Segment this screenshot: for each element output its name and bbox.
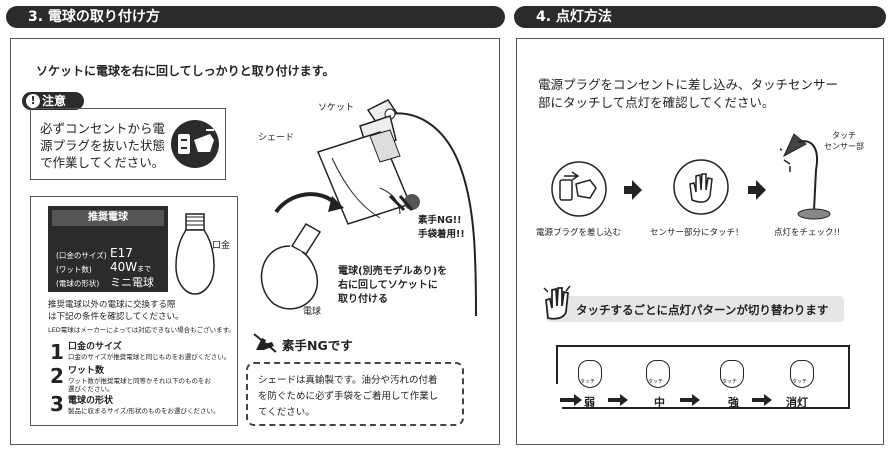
pattern-frame	[556, 345, 850, 409]
unplug-icon	[171, 120, 219, 168]
desk-lamp-icon	[780, 133, 831, 220]
step-label-plug: 電源プラグを差し込む	[536, 228, 622, 238]
ng-note-box	[246, 362, 464, 426]
sensor-label-2: センサー部	[824, 142, 864, 151]
rec-note-3: LED電球はメーカーによっては対応できない場合もございます。	[48, 326, 235, 334]
rec-label-shape: (電球の形状)	[56, 279, 100, 288]
caution-badge: ! 注意	[22, 92, 84, 110]
pattern-hand-2: タッチ	[646, 360, 670, 388]
rec-note-2: は下記の条件を確認してください。	[48, 312, 184, 322]
pattern-touch-label-1: タッチ	[580, 379, 596, 385]
pattern-frame-gap	[556, 384, 562, 411]
cond-title-3: 電球の形状	[68, 396, 114, 406]
step-arrow-1	[632, 180, 642, 200]
pattern-touch-label-2: タッチ	[648, 379, 664, 385]
socket-label: ソケット	[318, 103, 355, 113]
pattern-arrowhead-2	[692, 394, 700, 406]
pattern-hand-4: タッチ	[790, 360, 814, 388]
pattern-arrow-1	[608, 398, 622, 402]
touch-pattern-banner	[546, 296, 844, 322]
cond-title-1: 口金のサイズ	[68, 342, 122, 352]
rec-value-watt: 40Wまで	[110, 260, 152, 274]
sensor-label-1: タッチ	[832, 131, 856, 140]
pattern-return-arrowhead	[574, 394, 582, 406]
caution-label: 注意	[42, 94, 67, 108]
pattern-touch-label-4: タッチ	[792, 379, 808, 385]
step-arrow-2-shaft	[748, 186, 758, 194]
shade-label: シェード	[258, 133, 295, 143]
no-hand-icon	[253, 333, 277, 353]
caution-line-1: 必ずコンセントから電	[40, 121, 166, 136]
recommended-title-bar: 推奨電球	[52, 210, 164, 226]
plug-in-icon	[551, 161, 607, 217]
pattern-hand-1: タッチ	[578, 360, 602, 388]
cond-num-1: 1	[50, 340, 64, 364]
ng-note-2: を防ぐために必ず手袋をご着用して作業し	[258, 391, 439, 402]
bulb-label: 電球	[303, 307, 322, 317]
section-header-bulb: 3. 電球の取り付け方	[6, 6, 505, 28]
pattern-arrow-3	[752, 398, 766, 402]
cond-desc-2b: 選びください。	[68, 385, 114, 393]
lamp-install-diagram	[260, 99, 477, 316]
cond-title-2: ワット数	[68, 366, 105, 376]
banner-hand-icon	[543, 285, 571, 320]
bulb-base-icon	[175, 213, 215, 295]
touch-hand-icon	[673, 159, 729, 215]
pattern-level-off: 消灯	[786, 396, 808, 409]
ng-label-2: 手袋着用!!	[418, 229, 465, 240]
rec-value-shape: ミニ電球	[110, 276, 154, 289]
pattern-level-strong: 強	[728, 396, 739, 409]
install-instr-2: 右に回してソケットに	[338, 280, 438, 291]
ng-note-1: シェードは真鍮製です。油分や汚れの付着	[258, 375, 438, 386]
step-label-touch: センサー部分にタッチ！	[650, 228, 744, 238]
cond-num-3: 3	[50, 392, 64, 416]
cond-num-2: 2	[50, 364, 64, 388]
rec-value-size: E17	[110, 246, 133, 260]
step-arrow-1-shaft	[624, 186, 634, 194]
pattern-arrow-2	[680, 398, 694, 402]
caution-icon: !	[26, 94, 40, 108]
cond-desc-1: 口金のサイズが推奨電球と同じものをお選びください。	[68, 353, 231, 361]
pattern-level-weak: 弱	[584, 396, 595, 409]
rec-label-watt: (ワット数)	[56, 265, 92, 274]
ng-note-3: てください。	[258, 407, 315, 418]
pattern-arrowhead-1	[620, 394, 628, 406]
rec-label-size: (口金のサイズ)	[56, 251, 107, 260]
banner-text: タッチするごとに点灯パターンが切り替わります	[576, 303, 829, 317]
cond-desc-2a: ワット数が推奨電球と同等かそれ以下のものをお	[68, 377, 211, 385]
caution-line-2: 源プラグを抜いた状態	[40, 138, 166, 153]
ng-label-1: 素手NG!!	[418, 215, 462, 226]
step-label-check: 点灯をチェック!!	[774, 228, 841, 238]
recommended-box	[30, 196, 238, 426]
lighting-intro-2: 部にタッチして点灯を確認してください。	[538, 95, 775, 110]
pattern-arrowhead-3	[764, 394, 772, 406]
cond-desc-3: 製品に収まるサイズ/形状のものをお選びください。	[68, 407, 220, 415]
ng-title: 素手NGです	[282, 338, 353, 353]
rec-note-1: 推奨電球以外の電球に交換する際	[48, 300, 176, 310]
install-instr-1: 電球(別売モデルあり)を	[338, 266, 448, 277]
lighting-intro-1: 電源プラグをコンセントに差し込み、タッチセンサー	[538, 77, 839, 92]
caution-box	[30, 108, 226, 180]
bulb-subtitle: ソケットに電球を右に回してしっかりと取り付けます。	[36, 64, 335, 78]
section-header-lighting: 4. 点灯方法	[514, 6, 886, 28]
pattern-level-medium: 中	[654, 396, 665, 409]
step-arrow-2	[756, 180, 766, 200]
base-label: 口金	[212, 241, 231, 251]
install-instr-3: 取り付ける	[338, 294, 388, 305]
pattern-hand-3: タッチ	[720, 360, 744, 388]
pattern-touch-label-3: タッチ	[722, 379, 738, 385]
pattern-return-arrow	[560, 398, 578, 402]
lighting-section-box	[516, 38, 884, 445]
caution-line-3: で作業してください。	[40, 155, 165, 170]
